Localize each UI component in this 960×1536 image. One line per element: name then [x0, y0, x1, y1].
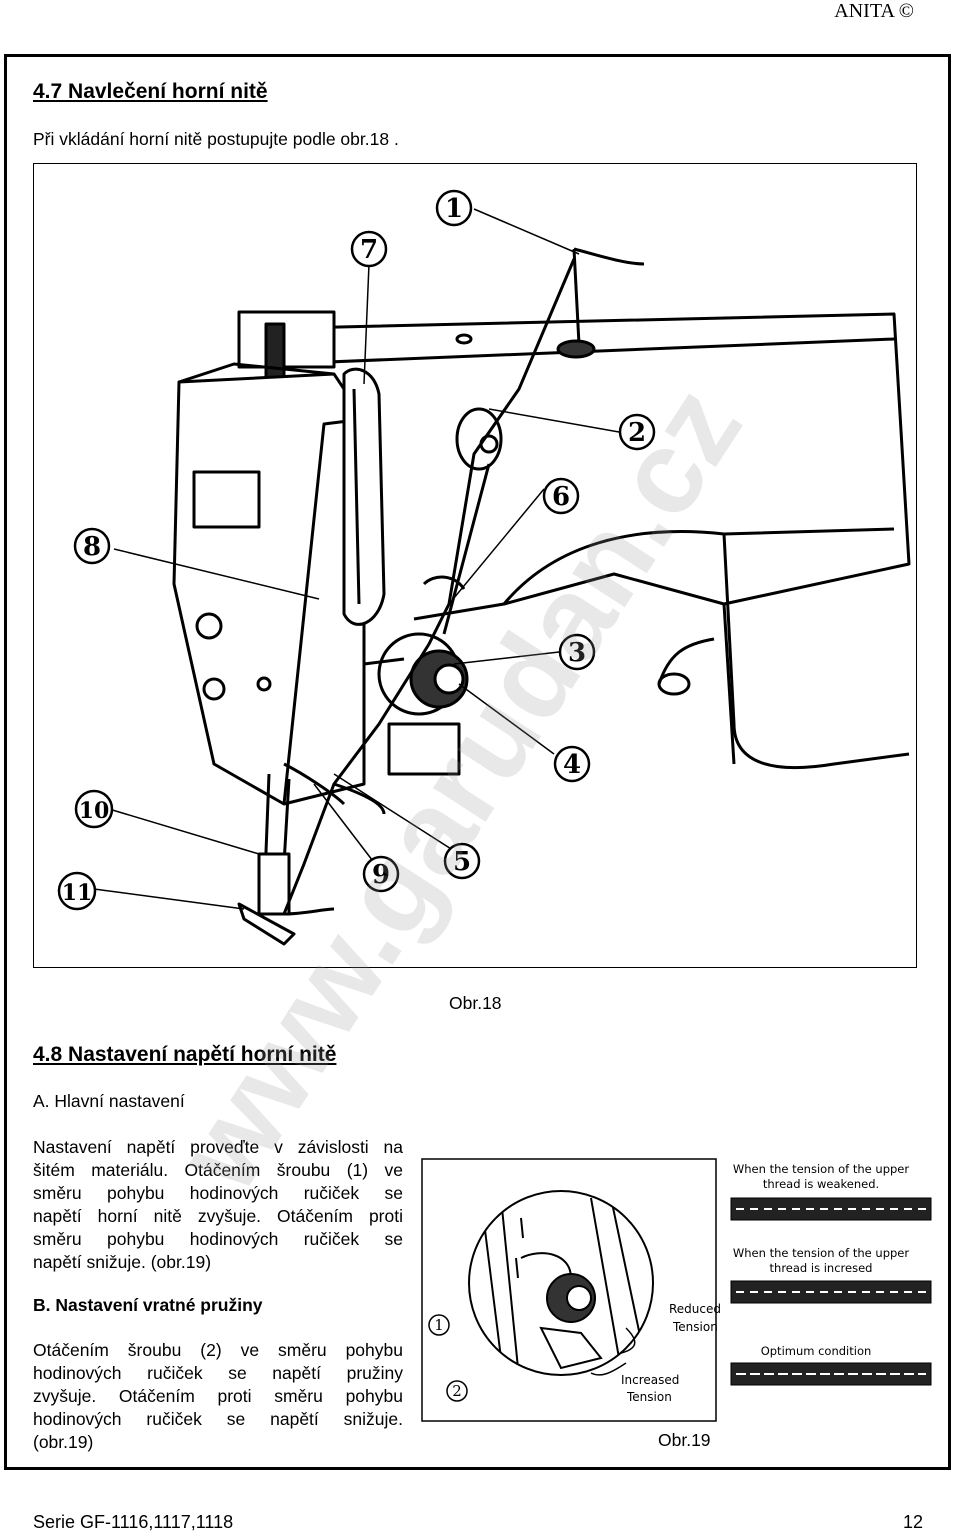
tension-drawing: Reduced Tension Increased Tension 1 2 Wh…	[421, 1158, 932, 1422]
paragraph-b-line: hodinových ručiček se napětí pružiny	[33, 1363, 403, 1383]
callout-1: 1	[435, 189, 473, 227]
paragraph-b-line: (obr.19)	[33, 1432, 94, 1452]
section-4-7-heading: 4.7 Navlečení horní nitě	[33, 80, 268, 103]
section-4-8-heading: 4.8 Nastavení napětí horní nitě	[33, 1043, 337, 1066]
reduced-tension-label: Reduced	[669, 1302, 721, 1316]
figure-18-caption: Obr.18	[449, 993, 502, 1013]
optimum-stitch	[730, 1362, 932, 1386]
threading-figure: 1 7 2 6 8 3 4 10 5 9 11	[33, 163, 917, 968]
paragraph-b: Otáčením šroubu (2) ve směru pohybu hodi…	[33, 1339, 403, 1454]
sewing-machine-drawing: 1 7 2 6 8 3 4 10 5 9 11	[57, 189, 911, 946]
increased-label: When the tension of the upper	[733, 1246, 909, 1260]
callout-2: 2	[618, 413, 656, 451]
svg-text:6: 6	[552, 482, 570, 512]
svg-text:7: 7	[360, 235, 378, 265]
paragraph-b-line: hodinových ručiček se napětí snižuje.	[33, 1409, 403, 1429]
paragraph-a-line: Nastavení napětí proveďte v závislosti n…	[33, 1137, 403, 1157]
fig19-callout-2: 2	[446, 1380, 468, 1402]
callout-3: 3	[558, 633, 596, 671]
footer-series: Serie GF-1116,1117,1118	[33, 1512, 234, 1532]
reduced-tension-label: Tension	[672, 1320, 718, 1334]
callout-7: 7	[350, 230, 388, 268]
brand-header: ANITA ©	[834, 0, 914, 22]
svg-text:1: 1	[445, 194, 463, 224]
svg-text:2: 2	[628, 418, 646, 448]
section-4-7-intro: Při vkládání horní nitě postupujte podle…	[33, 129, 399, 149]
callout-5: 5	[443, 842, 481, 880]
paragraph-a-line: napětí snižuje. (obr.19)	[33, 1252, 212, 1272]
paragraph-a-line: směru pohybu hodinových ručiček se	[33, 1183, 403, 1203]
paragraph-a-line: šitém materiálu. Otáčením šroubu (1) ve	[33, 1160, 403, 1180]
increased-tension-label: Increased	[621, 1373, 679, 1387]
tension-figure: Reduced Tension Increased Tension 1 2 Wh…	[421, 1158, 939, 1423]
fig19-callout-1: 1	[428, 1314, 450, 1336]
footer-page-number: 12	[902, 1512, 923, 1532]
callout-6: 6	[542, 477, 580, 515]
svg-text:11: 11	[62, 880, 93, 906]
weakened-label: When the tension of the upper	[733, 1162, 909, 1176]
increased-tension-label: Tension	[626, 1390, 672, 1404]
figure-19-caption: Obr.19	[658, 1430, 711, 1450]
sub-a-heading: A. Hlavní nastavení	[33, 1091, 185, 1111]
paragraph-b-line: Otáčením šroubu (2) ve směru pohybu	[33, 1340, 403, 1360]
page-frame	[4, 54, 951, 1470]
svg-text:2: 2	[452, 1382, 462, 1400]
optimum-label: Optimum condition	[761, 1344, 872, 1358]
svg-text:3: 3	[568, 638, 586, 668]
paragraph-a-line: směru pohybu hodinových ručiček se	[33, 1229, 403, 1249]
sub-b-heading: B. Nastavení vratné pružiny	[33, 1295, 263, 1315]
svg-text:8: 8	[83, 532, 101, 562]
callout-4: 4	[553, 745, 591, 783]
weakened-label: thread is weakened.	[763, 1177, 879, 1191]
svg-text:10: 10	[79, 798, 110, 824]
svg-text:5: 5	[453, 847, 471, 877]
svg-text:1: 1	[434, 1316, 444, 1334]
callout-11: 11	[57, 871, 97, 911]
callout-8: 8	[73, 527, 111, 565]
paragraph-a: Nastavení napětí proveďte v závislosti n…	[33, 1136, 403, 1274]
increased-label: thread is incresed	[770, 1261, 873, 1275]
callout-10: 10	[74, 789, 114, 829]
callout-9: 9	[362, 855, 400, 893]
svg-text:9: 9	[372, 860, 390, 890]
increased-stitch	[730, 1280, 932, 1304]
svg-text:4: 4	[563, 750, 581, 780]
weakened-stitch	[730, 1197, 932, 1221]
paragraph-b-line: zvyšuje. Otáčením proti směru pohybu	[33, 1386, 403, 1406]
paragraph-a-line: napětí horní nitě zvyšuje. Otáčením prot…	[33, 1206, 403, 1226]
